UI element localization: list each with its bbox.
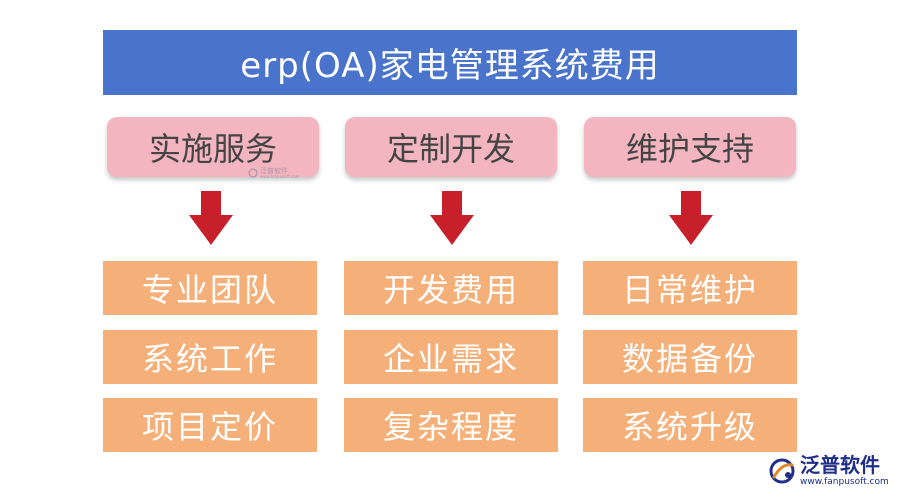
item-professional-team: 专业团队: [103, 261, 317, 315]
logo-url: www.fanpusoft.com: [800, 477, 889, 487]
item-system-work: 系统工作: [103, 330, 317, 384]
item-enterprise-needs: 企业需求: [344, 330, 558, 384]
watermark-name: 泛普软件: [260, 166, 288, 175]
down-arrow-icon: [189, 191, 233, 245]
watermark: 泛普软件 www.fanpusoft.com: [248, 165, 306, 181]
category-implementation-service: 实施服务: [107, 117, 319, 177]
watermark-url: www.fanpusoft.com: [260, 173, 300, 179]
category-maintenance-support: 维护支持: [584, 117, 796, 177]
item-system-upgrade: 系统升级: [583, 398, 797, 452]
item-daily-maintenance: 日常维护: [583, 261, 797, 315]
brand-logo: 泛普软件 www.fanpusoft.com: [768, 448, 896, 494]
diagram-title: erp(OA)家电管理系统费用: [103, 30, 797, 95]
down-arrow-icon: [430, 191, 474, 245]
down-arrow-icon: [669, 191, 713, 245]
item-data-backup: 数据备份: [583, 330, 797, 384]
item-complexity: 复杂程度: [344, 398, 558, 452]
fanpu-logo-icon: [769, 458, 795, 484]
category-custom-development: 定制开发: [345, 117, 557, 177]
logo-name: 泛普软件: [800, 453, 880, 477]
item-development-cost: 开发费用: [344, 261, 558, 315]
watermark-logo-icon: [248, 168, 258, 178]
item-project-pricing: 项目定价: [103, 398, 317, 452]
